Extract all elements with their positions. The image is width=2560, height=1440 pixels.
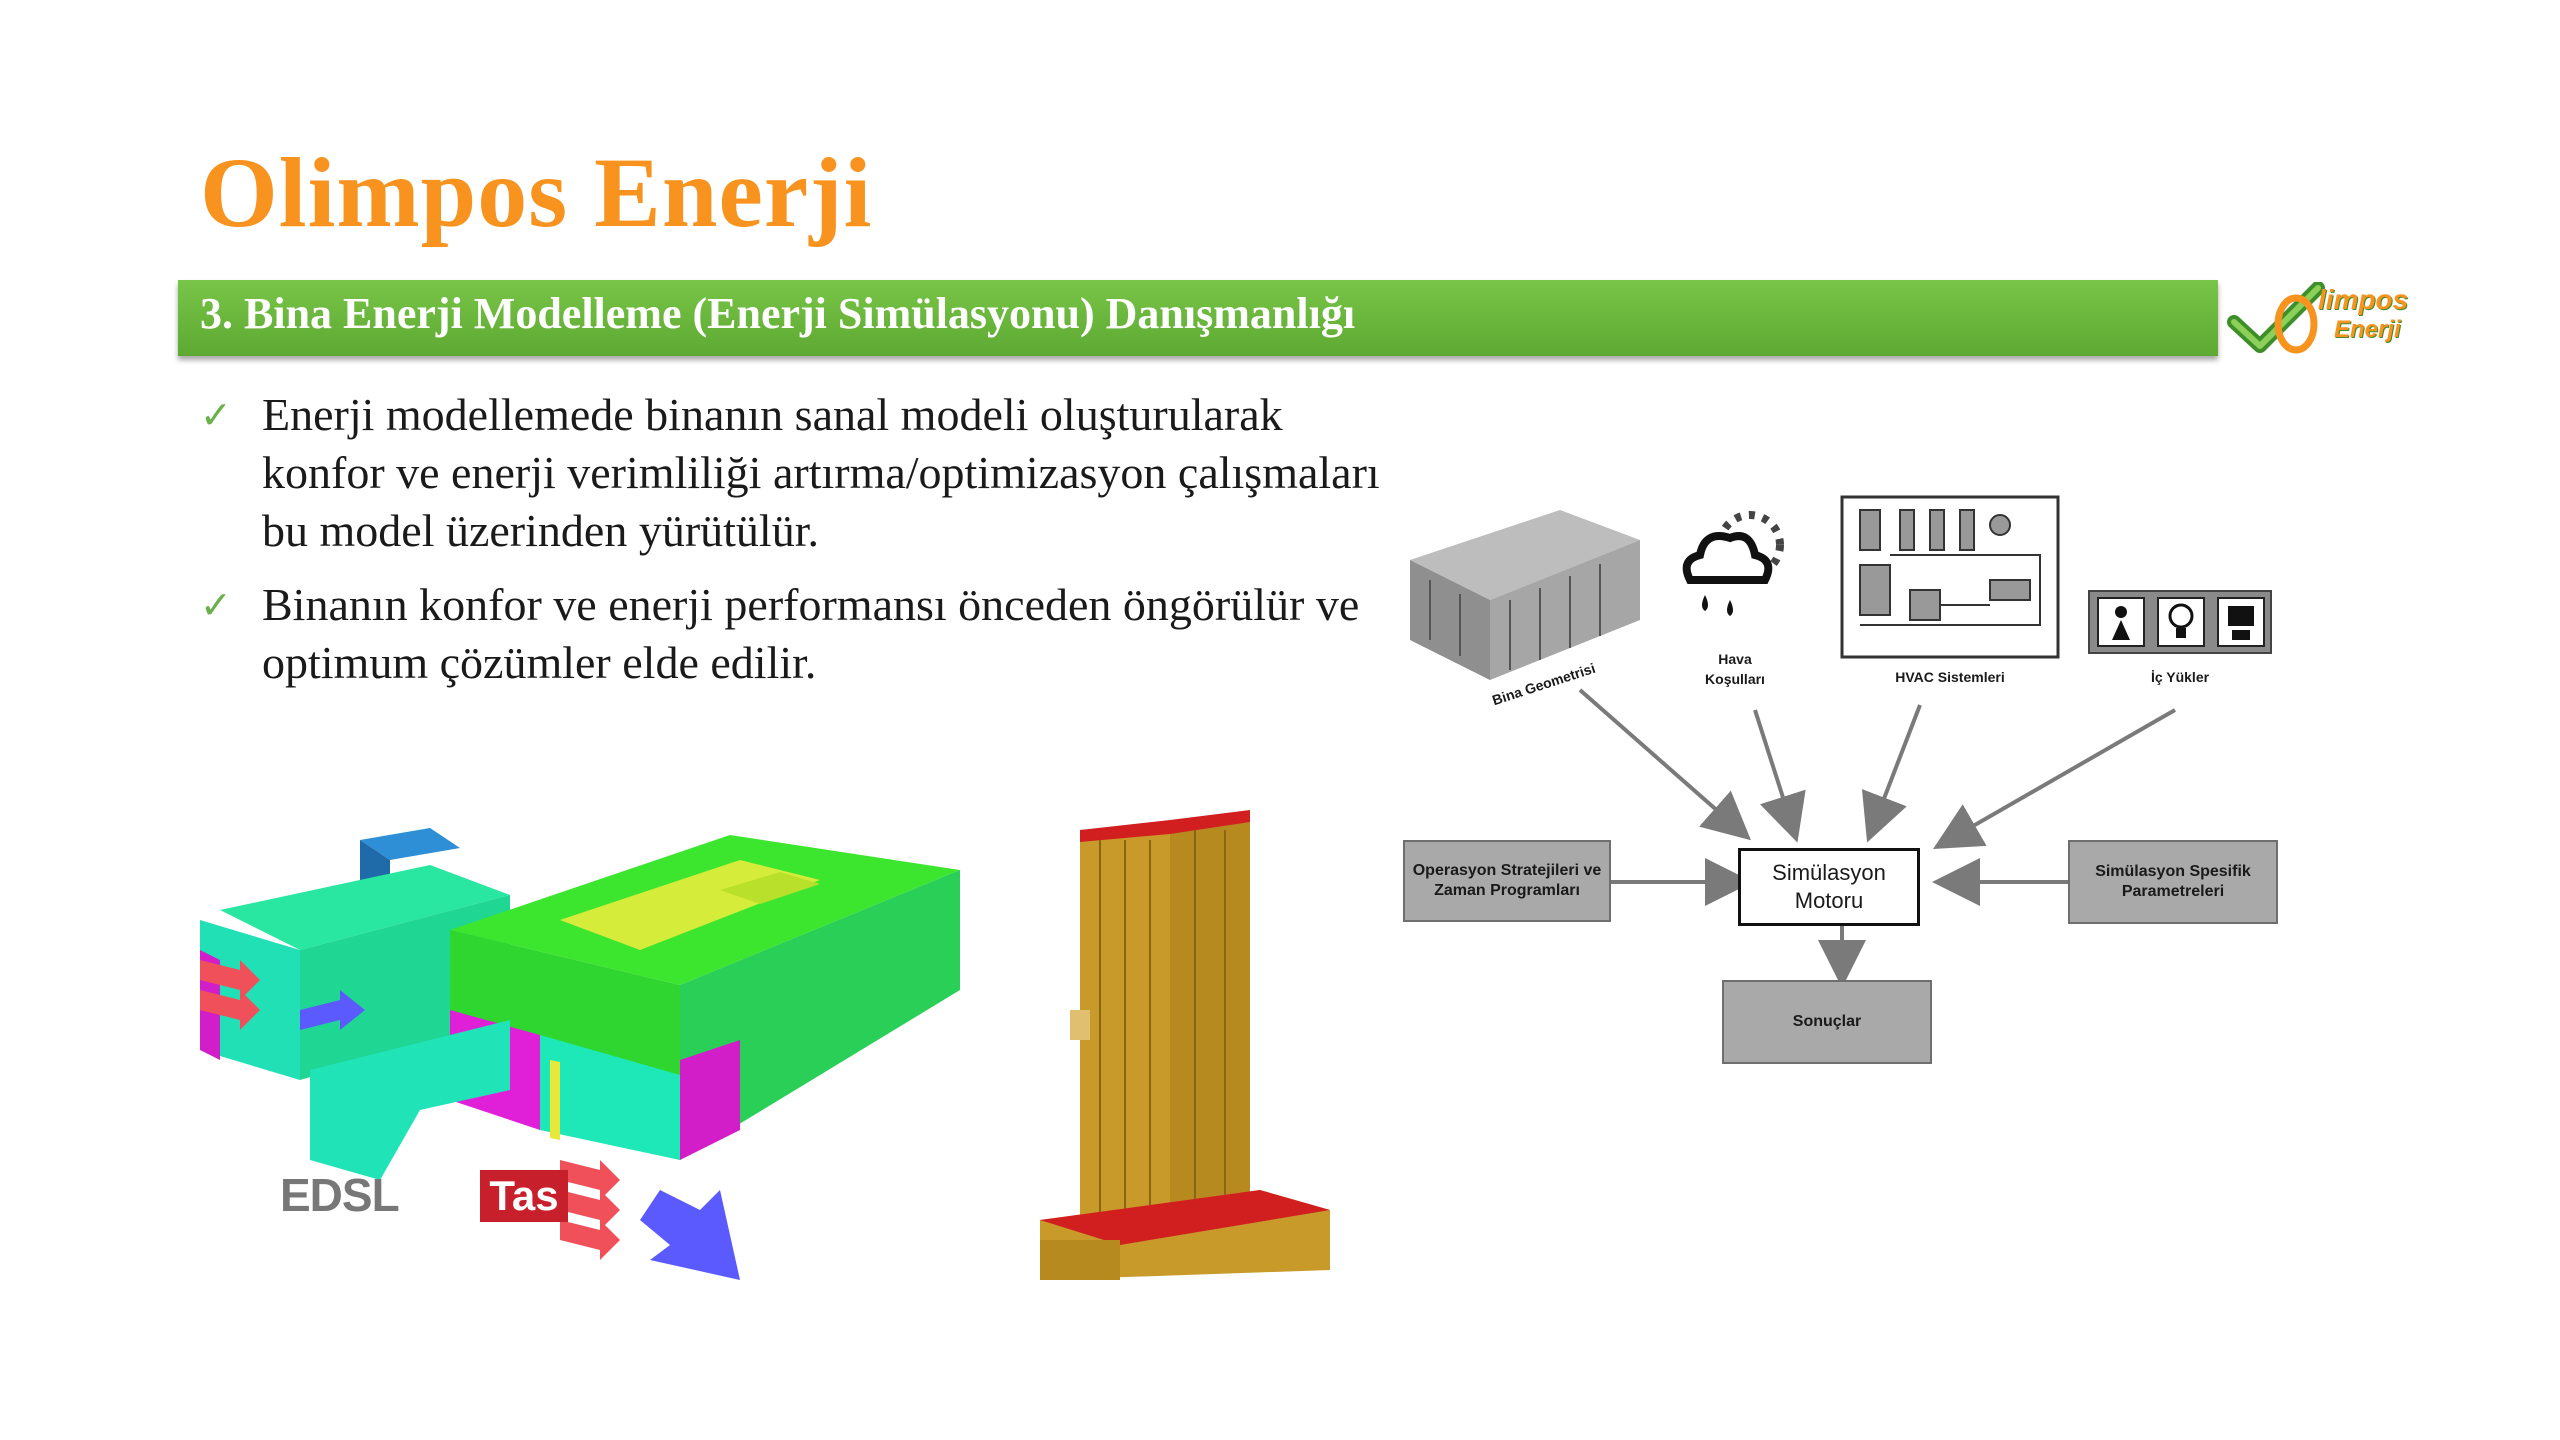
building-energy-model-image	[200, 828, 960, 1280]
parameters-box: Simülasyon Spesifik Parametreleri	[2068, 840, 2278, 924]
logo-text-line1: limpos	[2318, 284, 2409, 315]
bullet-item: ✓ Binanın konfor ve enerji performansı ö…	[200, 576, 1380, 692]
bullet-text: Binanın konfor ve enerji performansı önc…	[262, 579, 1360, 688]
label-ic-yukler: İç Yükler	[2150, 669, 2210, 685]
edsl-logo-text: EDSL	[280, 1169, 400, 1221]
results-box: Sonuçlar	[1722, 980, 1932, 1064]
check-icon: ✓	[200, 393, 232, 437]
simulation-diagram: Bina Geometrisi Hava Koşulları HVAC Sist…	[1400, 480, 2300, 1080]
label-kosullari: Koşulları	[1705, 671, 1765, 687]
hvac-schematic-icon	[1840, 495, 2060, 659]
section-heading: 3. Bina Enerji Modelleme (Enerji Simülas…	[200, 289, 1356, 338]
weather-icon	[1682, 511, 1784, 616]
tower-model-image	[1040, 810, 1330, 1280]
simulation-engine-box: Simülasyon Motoru	[1738, 848, 1920, 926]
page-title: Olimpos Enerji	[200, 137, 873, 248]
logo-check-icon	[2227, 282, 2325, 354]
bullet-list: ✓ Enerji modellemede binanın sanal model…	[200, 386, 1380, 708]
label-hava: Hava	[1718, 651, 1752, 667]
section-banner: 3. Bina Enerji Modelleme (Enerji Simülas…	[178, 280, 2218, 356]
logo-text-line2: Enerji	[2334, 316, 2401, 343]
bullet-text: Enerji modellemede binanın sanal modeli …	[262, 389, 1380, 556]
internal-loads-icons	[2088, 590, 2272, 654]
tas-logo-text: Tas	[480, 1170, 568, 1222]
olimpos-logo: limpos Enerji	[2226, 282, 2409, 362]
building-geometry-icon	[1410, 510, 1640, 680]
operations-box: Operasyon Stratejileri ve Zaman Programl…	[1403, 840, 1611, 922]
label-hvac-sistemleri: HVAC Sistemleri	[1895, 669, 2005, 685]
bullet-item: ✓ Enerji modellemede binanın sanal model…	[200, 386, 1380, 560]
check-icon: ✓	[200, 583, 232, 627]
diagram-arrows	[1578, 688, 2176, 988]
